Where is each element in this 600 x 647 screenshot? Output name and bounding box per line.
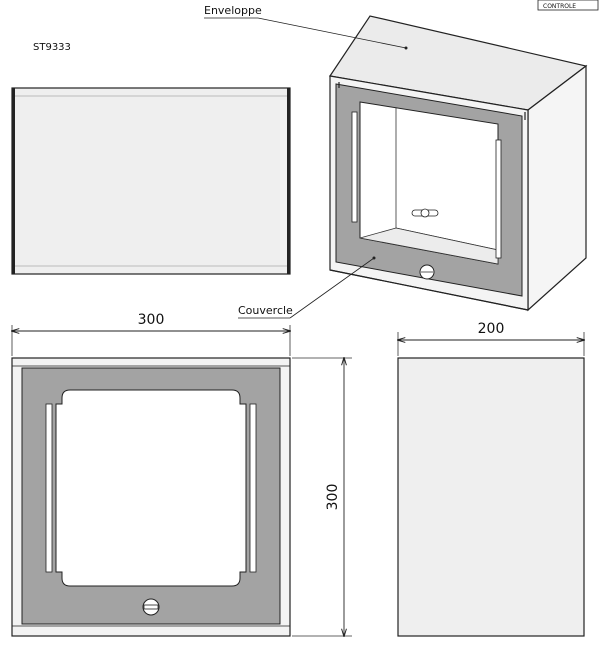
dimension-depth-value: 200: [478, 321, 505, 337]
callout-couvercle-label: Couvercle: [238, 304, 293, 317]
dimension-width: 300: [12, 312, 290, 356]
dimension-width-value: 300: [138, 312, 165, 328]
title-block-stamp: CONTROLE: [537, 0, 599, 11]
callout-enveloppe-label: Enveloppe: [204, 4, 262, 17]
callout-couvercle: Couvercle: [238, 256, 376, 319]
part-number: ST9333: [33, 42, 71, 53]
back-view: [11, 87, 291, 275]
isometric-view: [328, 15, 588, 312]
callout-enveloppe: Enveloppe: [204, 4, 408, 50]
stamp-label: CONTROLE: [543, 3, 576, 10]
dimension-height-value: 300: [325, 484, 341, 511]
side-view: [397, 357, 585, 637]
front-view: [11, 357, 291, 637]
dimension-depth: 200: [398, 321, 584, 356]
dimension-height: 300: [292, 358, 352, 636]
